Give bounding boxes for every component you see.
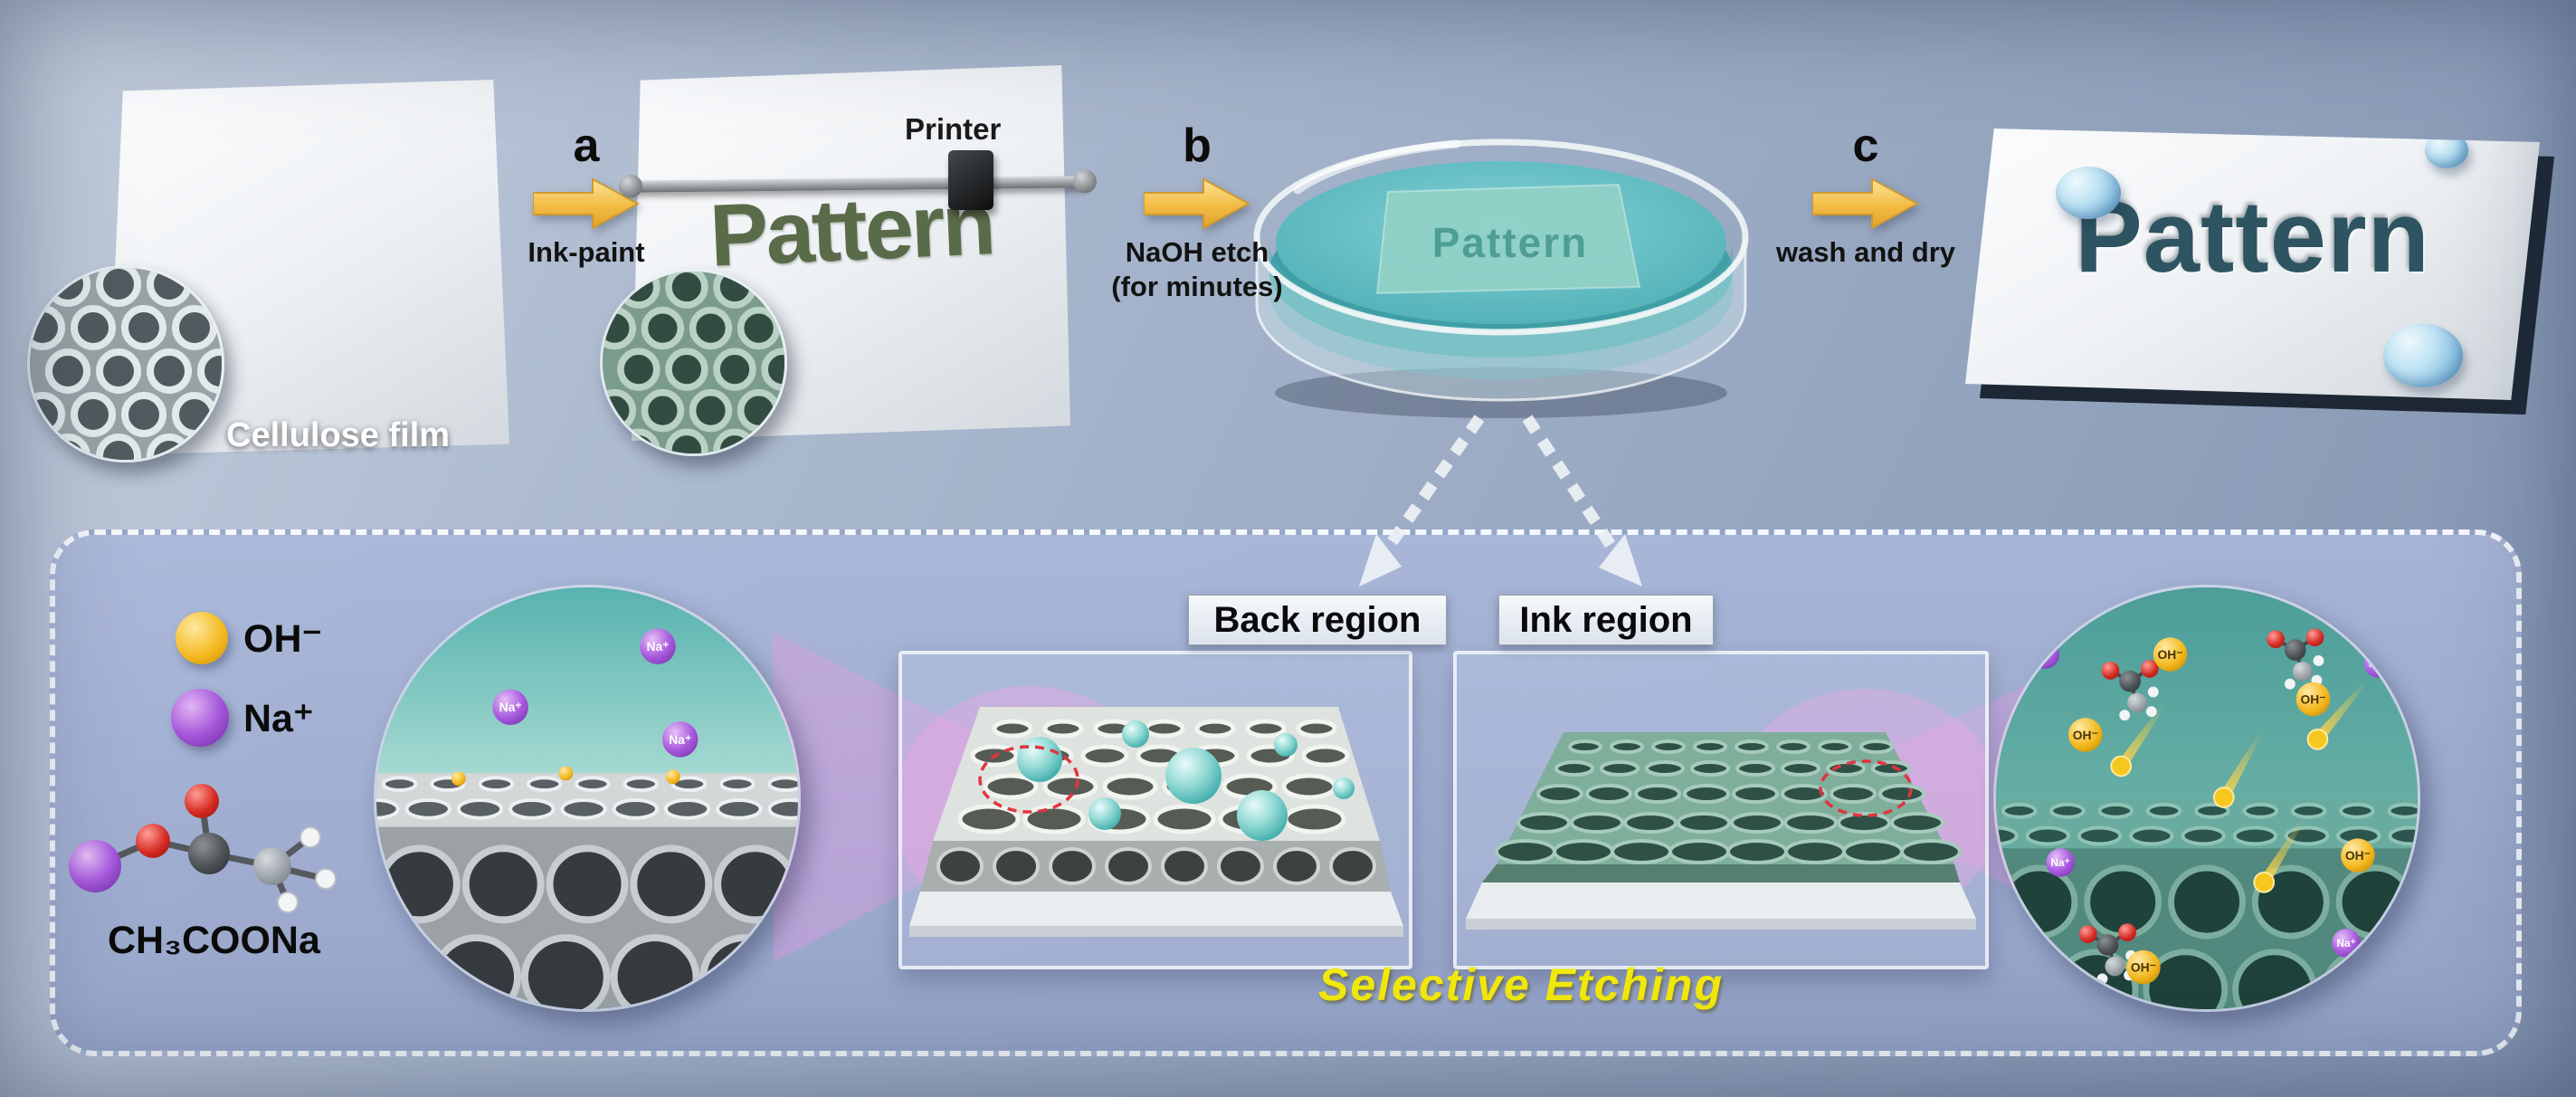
ink-region-zoom-inset: OH⁻ OH⁻ OH⁻ OH⁻ OH⁻ Na⁺ Na⁺	[1993, 585, 2420, 1012]
step-c: c wash and dry	[1775, 119, 1956, 270]
submerged-pattern-film: Pattern	[1375, 183, 1641, 295]
na-ion: Na⁺	[2046, 848, 2075, 877]
carbon-atom	[188, 833, 230, 874]
etched-pattern-text: Pattern	[2075, 180, 2430, 293]
oxygen-atom	[185, 784, 219, 818]
oh-ion: OH⁻	[2296, 682, 2331, 717]
petri-dish: Pattern	[1253, 138, 1749, 418]
back-region-label: Back region	[1188, 595, 1447, 645]
water-droplet	[2056, 167, 2121, 219]
na-ion: Na⁺	[2030, 640, 2060, 669]
surface-holes	[1996, 802, 2418, 846]
selective-etching-title: Selective Etching	[1317, 959, 1725, 1010]
selective-etching-panel: OH⁻ Na⁺ CH₃COONa	[50, 529, 2522, 1056]
cellulose-film-label: Cellulose film	[226, 416, 451, 454]
step-b-letter: b	[1183, 119, 1212, 172]
svg-text:OH⁻: OH⁻	[2345, 848, 2371, 863]
svg-text:OH⁻: OH⁻	[2131, 960, 2156, 975]
ink-region-label: Ink region	[1498, 595, 1714, 645]
oh-ion-sphere	[176, 612, 228, 664]
svg-text:Na⁺: Na⁺	[2050, 856, 2069, 869]
naoh-droplet	[1274, 733, 1298, 757]
back-region-zoom-inset: Na⁺ Na⁺ Na⁺	[374, 585, 801, 1012]
step-c-letter: c	[1852, 119, 1879, 172]
svg-text:OH⁻: OH⁻	[2300, 692, 2325, 706]
ink-lattice-holes	[1495, 739, 1962, 864]
svg-text:Na⁺: Na⁺	[499, 700, 522, 714]
step-a: a Ink-paint	[514, 119, 659, 270]
na-ion: Na⁺	[640, 628, 676, 664]
arrow-right-icon	[533, 177, 640, 230]
step-c-label: wash and dry	[1775, 236, 1956, 268]
ink-region-panel	[1453, 651, 2001, 969]
printer-carriage	[948, 150, 993, 210]
cellulose-microstructure-inset	[27, 265, 224, 463]
naoh-droplet	[1088, 797, 1121, 830]
oh-ion	[558, 766, 574, 781]
na-ion-sphere	[171, 689, 229, 747]
naoh-droplet	[1122, 720, 1149, 748]
carbon-atom	[253, 847, 291, 885]
ink-microstructure-inset	[600, 269, 787, 456]
oh-ion	[665, 769, 680, 785]
step-b: b NaOH etch (for minutes)	[1102, 119, 1292, 304]
oxygen-atom	[136, 824, 170, 858]
svg-text:Na⁺: Na⁺	[2036, 648, 2055, 661]
svg-text:OH⁻: OH⁻	[2073, 728, 2098, 742]
naoh-droplet	[1165, 748, 1221, 804]
na-legend-label: Na⁺	[243, 697, 314, 740]
na-ion: Na⁺	[2363, 649, 2393, 678]
naoh-droplet	[1237, 790, 1288, 841]
svg-text:Na⁺: Na⁺	[2369, 657, 2388, 670]
back-region-panel	[893, 651, 1412, 969]
svg-text:OH⁻: OH⁻	[2158, 647, 2183, 662]
arrow-right-icon	[1144, 177, 1250, 230]
step-b-sublabel: (for minutes)	[1111, 271, 1283, 302]
oh-ion: OH⁻	[2067, 718, 2103, 752]
oh-ion: OH⁻	[2126, 949, 2161, 985]
hydrogen-atom	[299, 826, 321, 848]
na-atom	[69, 840, 121, 892]
oh-ion: OH⁻	[2341, 838, 2375, 873]
etch-target-outline	[1819, 759, 1913, 817]
na-ion: Na⁺	[661, 721, 699, 758]
hydrogen-atom	[315, 868, 337, 890]
naoh-droplet	[1333, 777, 1355, 799]
svg-text:Na⁺: Na⁺	[647, 639, 670, 653]
etched-pattern-film: Pattern	[1965, 129, 2540, 400]
na-ion: Na⁺	[2332, 929, 2361, 958]
svg-text:Na⁺: Na⁺	[669, 732, 691, 747]
step-a-letter: a	[573, 119, 600, 172]
front-cell-holes	[936, 847, 1376, 885]
dish-pattern-text: Pattern	[1432, 219, 1588, 266]
printer-label: Printer	[905, 112, 1002, 146]
oh-ion: OH⁻	[2153, 637, 2188, 672]
water-droplet	[2425, 132, 2468, 168]
step-b-label: NaOH etch	[1125, 236, 1269, 268]
etch-target-outline	[978, 745, 1079, 814]
acetate-legend-label: CH₃COONa	[108, 919, 320, 962]
hydrogen-atom	[277, 892, 299, 913]
water-droplet	[2383, 324, 2463, 387]
na-ion: Na⁺	[492, 689, 528, 726]
svg-text:Na⁺: Na⁺	[2336, 937, 2355, 949]
oh-legend-label: OH⁻	[243, 617, 323, 661]
oh-ion	[451, 771, 466, 787]
acetate-molecule-model	[69, 784, 337, 913]
step-a-label: Ink-paint	[528, 236, 645, 268]
naoh-droplet	[1017, 737, 1062, 782]
arrow-right-icon	[1812, 177, 1919, 230]
